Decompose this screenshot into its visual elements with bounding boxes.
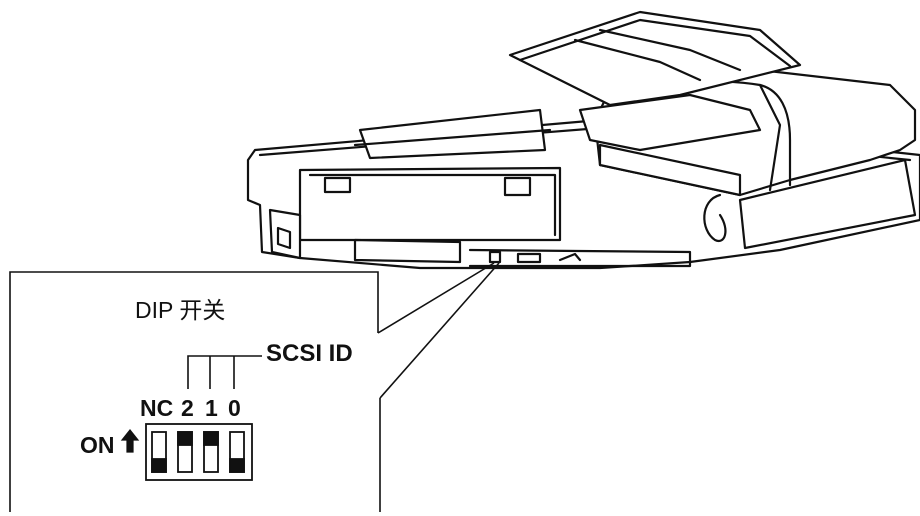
on-label: ON (80, 432, 115, 458)
switch-label-0: 0 (228, 395, 241, 421)
switch-label-2: 2 (181, 395, 194, 421)
switch-label-nc: NC (140, 395, 174, 421)
on-arrow-icon (120, 429, 140, 453)
dip-switch-port (488, 250, 502, 264)
callout-frame (9, 271, 381, 512)
cable (703, 193, 727, 243)
scsi-id-bracket (187, 355, 262, 389)
dip-switch-title: DIP 开关 (135, 297, 226, 323)
scsi-id-label: SCSI ID (266, 340, 353, 367)
switch-label-1: 1 (205, 395, 218, 421)
dip-switch-block (145, 423, 253, 481)
